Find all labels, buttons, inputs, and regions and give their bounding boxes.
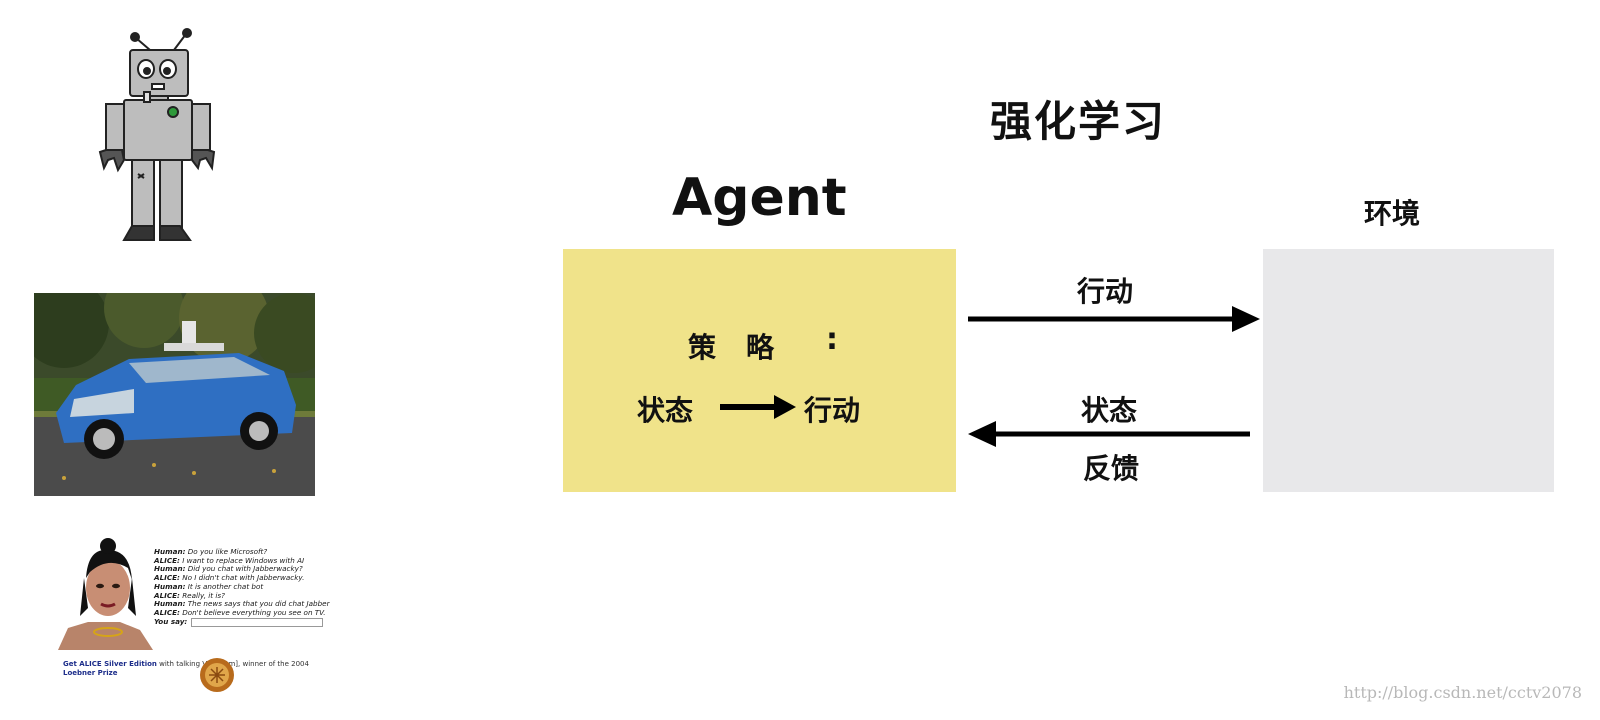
robot-illustration [98,28,216,241]
policy-state-label: 状态 [637,394,694,427]
state-feedback-arrow [968,421,1250,447]
policy-label: 策略 [688,331,805,364]
diagram-title: 强化学习 [990,97,1167,146]
environment-box [1263,249,1554,492]
chat-line: Human: Do you like Microsoft? [154,547,268,556]
chat-line: Human: Did you chat with Jabberwacky? [154,564,303,574]
feedback-arrow-label: 反馈 [1083,452,1140,485]
policy-action-label: 行动 [804,394,861,427]
chat-line: ALICE: Really, it is? [154,590,225,600]
policy-colon: : [826,322,838,357]
loebner-prize-link[interactable]: Loebner Prize [63,668,118,677]
chat-line: Human: It is another chat bot [154,581,264,591]
chat-prompt-label: You say: [154,616,188,626]
self-driving-car-photo [34,293,315,496]
chat-line: ALICE: I want to replace Windows with AI [154,555,305,565]
chatbot-screenshot: Human: Do you like Microsoft? ALICE: I w… [58,538,330,710]
chat-line: ALICE: No I didn't chat with Jabberwacky… [154,573,305,583]
watermark: http://blog.csdn.net/cctv2078 [1343,683,1582,702]
agent-box [563,249,956,492]
alice-avatar [58,538,153,650]
agent-title: Agent [672,168,847,228]
footer-text: with talking VHost[tm], winner of the 20… [159,660,309,668]
action-arrow-label: 行动 [1077,275,1134,308]
chat-prompt-row: You say: [154,616,330,627]
policy-arrow [720,395,796,419]
environment-title: 环境 [1364,197,1421,230]
loebner-medal-icon [200,658,234,692]
alice-silver-link[interactable]: Get ALICE Silver Edition [63,660,157,668]
chat-line: ALICE: Don't believe everything you see … [154,607,326,617]
chat-line: Human: The news says that you did chat J… [154,599,330,609]
chatbot-footer: Get ALICE Silver Edition with talking VH… [63,660,309,677]
chat-input[interactable] [191,617,324,627]
state-arrow-label: 状态 [1081,394,1138,427]
action-arrow [968,306,1260,332]
